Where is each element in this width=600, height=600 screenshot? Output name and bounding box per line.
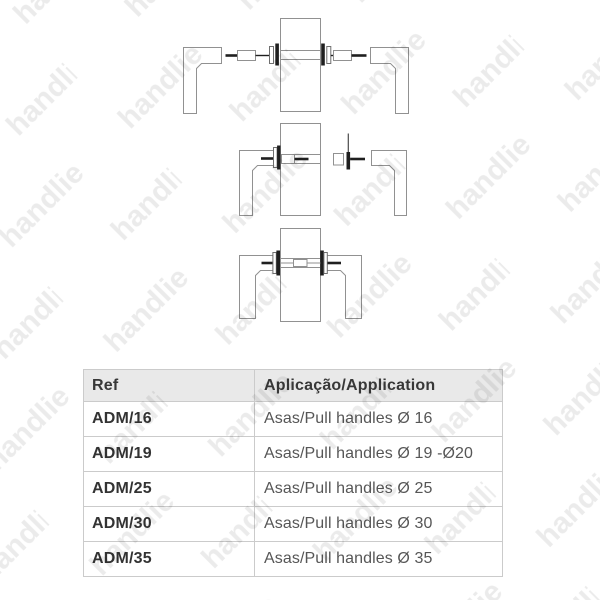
application-cell: Asas/Pull handles Ø 30: [254, 506, 503, 542]
table-row: ADM/35 Asas/Pull handles Ø 35: [83, 541, 503, 577]
ref-cell: ADM/16: [83, 401, 255, 437]
diagram-mounted-pair: [239, 228, 362, 322]
application-cell: Asas/Pull handles Ø 35: [254, 541, 503, 577]
application-cell: Asas/Pull handles Ø 19 -Ø20: [254, 436, 503, 472]
diagram-single-side-fixing: [239, 123, 407, 216]
pull-handle-technical-drawings: [183, 18, 409, 322]
ref-column-header: Ref: [83, 369, 255, 402]
right-handle: [370, 47, 409, 114]
ref-cell: ADM/30: [83, 506, 255, 542]
table-row: ADM/25 Asas/Pull handles Ø 25: [83, 471, 503, 507]
table-row: ADM/19 Asas/Pull handles Ø 19 -Ø20: [83, 436, 503, 472]
table-row: ADM/16 Asas/Pull handles Ø 16: [83, 401, 503, 437]
diagram-exploded-pair: [183, 18, 409, 114]
ref-cell: ADM/25: [83, 471, 255, 507]
ref-cell: ADM/35: [83, 541, 255, 577]
mounting-hardware-right: [321, 43, 367, 66]
door-panel: [280, 123, 321, 216]
application-cell: Asas/Pull handles Ø 16: [254, 401, 503, 437]
application-column-header: Aplicação/Application: [254, 369, 503, 402]
left-handle: [183, 47, 222, 114]
left-handle: [239, 150, 274, 216]
mounting-hardware-left: [225, 43, 279, 66]
right-handle: [371, 150, 407, 216]
right-handle: [324, 255, 362, 319]
ref-cell: ADM/19: [83, 436, 255, 472]
rose-fitting: [333, 133, 365, 170]
door-panel: [280, 228, 321, 322]
left-handle: [239, 255, 277, 319]
door-panel: [280, 18, 321, 112]
spec-table: Ref Aplicação/Application ADM/16 Asas/Pu…: [83, 369, 503, 577]
table-row: ADM/30 Asas/Pull handles Ø 30: [83, 506, 503, 542]
table-header-row: Ref Aplicação/Application: [83, 369, 503, 402]
application-cell: Asas/Pull handles Ø 25: [254, 471, 503, 507]
